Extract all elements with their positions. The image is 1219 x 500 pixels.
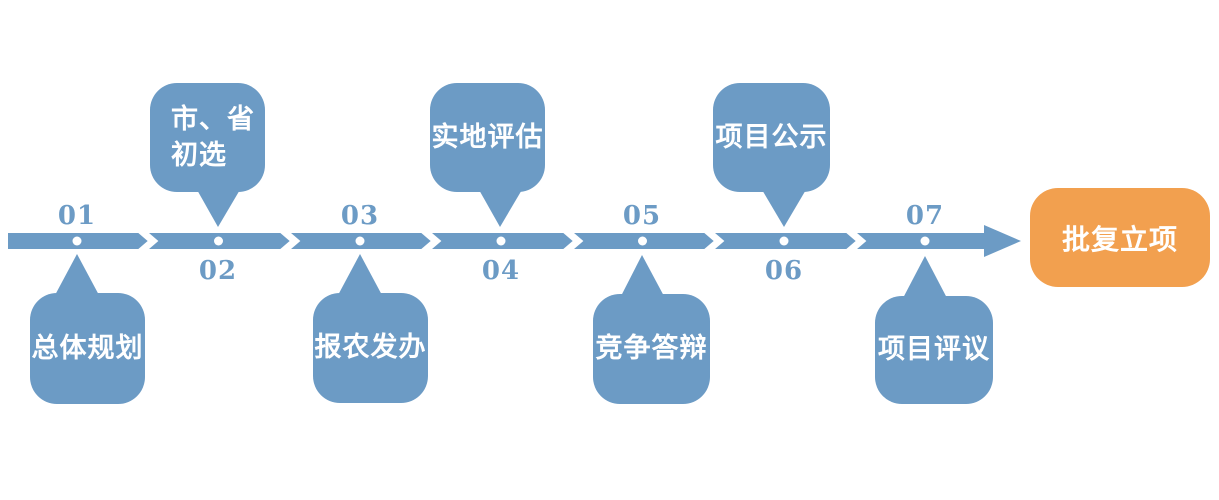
bubble-tail	[902, 256, 948, 300]
result-label: 批复立项	[1061, 222, 1178, 256]
step-dot	[496, 236, 506, 246]
step-number-03: 03	[340, 201, 380, 231]
callout-bubble-step-07: 项目评议	[875, 296, 993, 404]
bubble-tail	[761, 188, 807, 227]
callout-bubble-step-03: 报农发办	[313, 293, 428, 403]
step-number-07: 07	[905, 201, 945, 231]
callout-bubble-step-05: 竞争答辩	[593, 294, 710, 404]
step-dot	[920, 236, 930, 246]
segment-separator-chevron	[702, 226, 725, 256]
step-dot	[638, 236, 647, 246]
callout-bubble-step-04: 实地评估	[430, 83, 545, 192]
step-number-02: 02	[198, 256, 238, 286]
step-number-05: 05	[622, 201, 662, 231]
step-dot	[779, 236, 789, 246]
step-number-04: 04	[481, 256, 521, 286]
step-dot	[72, 236, 82, 246]
bubble-tail	[620, 255, 665, 298]
step-dot	[355, 236, 365, 246]
segment-separator-chevron	[844, 226, 867, 256]
callout-bubble-step-02: 市、省 初选	[150, 83, 265, 192]
step-dot	[214, 236, 223, 246]
segment-separator-chevron	[136, 226, 159, 256]
bubble-tail	[196, 188, 241, 227]
bubble-tail	[337, 254, 383, 297]
callout-bubble-step-06: 项目公示	[713, 83, 830, 192]
bubble-tail	[478, 188, 523, 227]
arrow-head	[984, 225, 1021, 257]
segment-separator-chevron	[419, 226, 442, 256]
segment-separator-chevron	[561, 226, 584, 256]
segment-separator-chevron	[278, 226, 301, 256]
bubble-tail	[54, 254, 100, 297]
step-number-06: 06	[764, 256, 804, 286]
result-box: 批复立项	[1030, 188, 1210, 287]
callout-bubble-step-01: 总体规划	[30, 293, 145, 404]
step-number-01: 01	[57, 201, 97, 231]
